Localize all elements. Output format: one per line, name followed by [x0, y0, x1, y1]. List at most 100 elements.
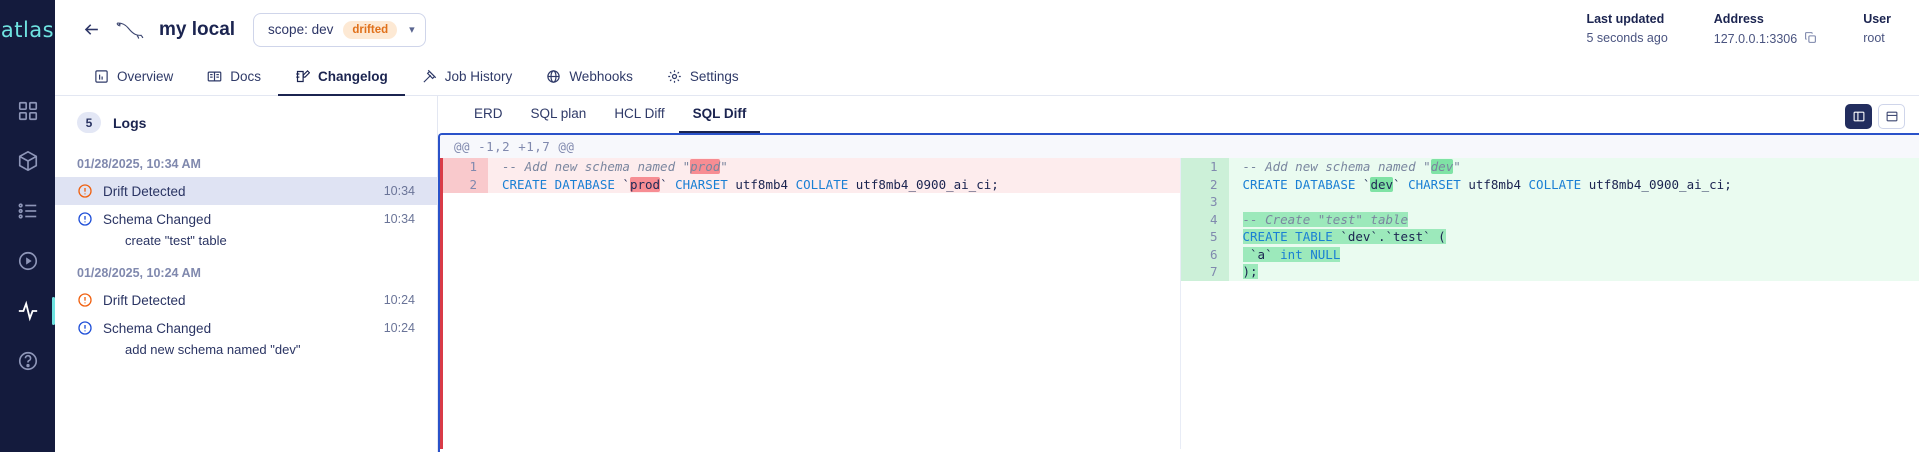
tab-label: Settings: [689, 69, 739, 84]
atlas-logo[interactable]: atlas: [0, 18, 55, 42]
tab-webhooks[interactable]: Webhooks: [529, 59, 650, 96]
log-time: 10:34: [383, 212, 415, 226]
line-number: 2: [440, 175, 488, 193]
subtab-sql-diff[interactable]: SQL Diff: [678, 96, 761, 133]
drift-alert-icon: [77, 292, 93, 308]
tab-label: Job History: [444, 69, 513, 84]
line-code: CREATE TABLE `dev`.`test` (: [1242, 229, 1446, 244]
dashboard-icon[interactable]: [13, 96, 43, 126]
list-icon[interactable]: [13, 196, 43, 226]
line-number: 3: [1180, 193, 1229, 211]
line-code: CREATE DATABASE `prod` CHARSET utf8mb4 C…: [502, 176, 999, 192]
log-time: 10:24: [383, 321, 415, 335]
diff-line: 7 );: [1180, 263, 1919, 281]
line-number: 6: [1180, 245, 1229, 263]
job-history-icon: [422, 69, 437, 84]
log-label: Schema Changed: [103, 211, 212, 227]
log-row: Drift Detected 10:24: [77, 292, 415, 308]
diff-viewer[interactable]: @@ -1,2 +1,7 @@ 1 -- Add new schema name…: [438, 133, 1919, 452]
line-code: CREATE DATABASE `dev` CHARSET utf8mb4 CO…: [1242, 176, 1732, 192]
subtab-hcl-diff[interactable]: HCL Diff: [600, 96, 678, 133]
subtab-label: ERD: [474, 106, 503, 121]
diff-tab-bar: ERD SQL plan HCL Diff SQL Diff: [438, 96, 1919, 133]
diff-line-empty: [440, 193, 1180, 211]
diff-change-marker: [440, 158, 443, 449]
tab-label: Changelog: [318, 69, 388, 84]
diff-line: 4 -- Create "test" table: [1180, 210, 1919, 228]
logs-header: 5 Logs: [55, 112, 437, 147]
play-icon[interactable]: [13, 246, 43, 276]
logs-title: Logs: [113, 114, 147, 131]
tab-docs[interactable]: Docs: [190, 59, 278, 96]
list-item[interactable]: Schema Changed 10:24 add new schema name…: [55, 314, 437, 365]
cube-icon[interactable]: [13, 146, 43, 176]
list-item[interactable]: Schema Changed 10:34 create "test" table: [55, 205, 437, 256]
tab-changelog[interactable]: Changelog: [278, 59, 405, 96]
subtab-sql-plan[interactable]: SQL plan: [517, 96, 601, 133]
page-header: my local scope: dev drifted ▾ Last updat…: [55, 0, 1919, 59]
line-number: 5: [1180, 228, 1229, 246]
tab-label: Docs: [230, 69, 262, 84]
subtab-erd[interactable]: ERD: [460, 96, 517, 133]
content-area: 5 Logs 01/28/2025, 10:34 AM Drift Detect…: [55, 96, 1919, 452]
drift-alert-icon: [77, 183, 93, 199]
diff-hunk-header: @@ -1,2 +1,7 @@: [440, 135, 1919, 158]
diff-line: 2 CREATE DATABASE `dev` CHARSET utf8mb4 …: [1180, 175, 1919, 193]
meta-value-text: 127.0.0.1:3306: [1713, 32, 1798, 46]
list-item[interactable]: Drift Detected 10:34: [55, 177, 437, 205]
copy-icon[interactable]: [1804, 31, 1817, 47]
tab-job-history[interactable]: Job History: [405, 59, 530, 96]
diff-line: 3: [1180, 193, 1919, 211]
line-number: 7: [1180, 263, 1229, 281]
log-description: create "test" table: [125, 233, 227, 248]
line-code: -- Add new schema named "prod": [502, 159, 728, 174]
subtab-label: HCL Diff: [614, 106, 665, 121]
diff-line: 1 -- Add new schema named "dev": [1180, 158, 1919, 176]
meta-value: 127.0.0.1:3306: [1714, 31, 1817, 47]
view-mode-toggle: [1845, 104, 1905, 129]
meta-user: User root: [1863, 12, 1891, 45]
overview-icon: [94, 69, 109, 84]
log-row: Drift Detected 10:34: [77, 183, 415, 199]
global-nav-rail: atlas: [0, 0, 55, 452]
main-column: my local scope: dev drifted ▾ Last updat…: [55, 0, 1919, 452]
meta-last-updated: Last updated 5 seconds ago: [1586, 12, 1667, 45]
help-icon[interactable]: [13, 346, 43, 376]
schema-info-icon: [77, 211, 93, 227]
logs-sidebar: 5 Logs 01/28/2025, 10:34 AM Drift Detect…: [55, 96, 438, 452]
meta-value: 5 seconds ago: [1586, 31, 1667, 45]
activity-icon[interactable]: [13, 296, 55, 326]
list-item[interactable]: Drift Detected 10:24: [55, 286, 437, 314]
tab-overview[interactable]: Overview: [77, 59, 190, 96]
log-label: Drift Detected: [103, 292, 186, 308]
meta-label: Last updated: [1586, 12, 1665, 26]
meta-label: User: [1863, 12, 1891, 26]
split-view-button[interactable]: [1845, 104, 1872, 129]
tab-label: Webhooks: [569, 69, 633, 84]
mysql-dolphin-icon: [115, 17, 145, 43]
diff-line-empty: [440, 210, 1180, 228]
log-description: add new schema named "dev": [125, 342, 301, 357]
chevron-down-icon: ▾: [409, 24, 415, 36]
scope-selector[interactable]: scope: dev drifted ▾: [253, 12, 426, 47]
docs-icon: [207, 69, 222, 84]
diff-line: 2 CREATE DATABASE `prod` CHARSET utf8mb4…: [440, 175, 1180, 193]
line-number: 1: [1180, 158, 1229, 176]
diff-side-new: 1 -- Add new schema named "dev" 2 CREATE…: [1179, 158, 1919, 449]
line-code: [1229, 193, 1919, 211]
line-code: -- Add new schema named "dev": [1242, 159, 1461, 174]
line-number: 1: [440, 158, 488, 176]
log-group-date: 01/28/2025, 10:24 AM: [77, 266, 201, 280]
tab-settings[interactable]: Settings: [650, 59, 756, 96]
meta-value: root: [1863, 31, 1891, 45]
diff-line: 1 -- Add new schema named "prod": [440, 158, 1180, 176]
back-button[interactable]: [77, 16, 105, 44]
meta-address: Address 127.0.0.1:3306: [1714, 12, 1817, 47]
primary-tab-bar: Overview Docs Changelog: [55, 59, 1919, 96]
diff-line: 5 CREATE TABLE `dev`.`test` (: [1180, 228, 1919, 246]
unified-view-button[interactable]: [1878, 104, 1905, 129]
log-label: Schema Changed: [103, 320, 212, 336]
meta-label: Address: [1713, 12, 1764, 26]
line-number: 4: [1180, 210, 1229, 228]
scope-label: scope: dev: [268, 22, 334, 37]
